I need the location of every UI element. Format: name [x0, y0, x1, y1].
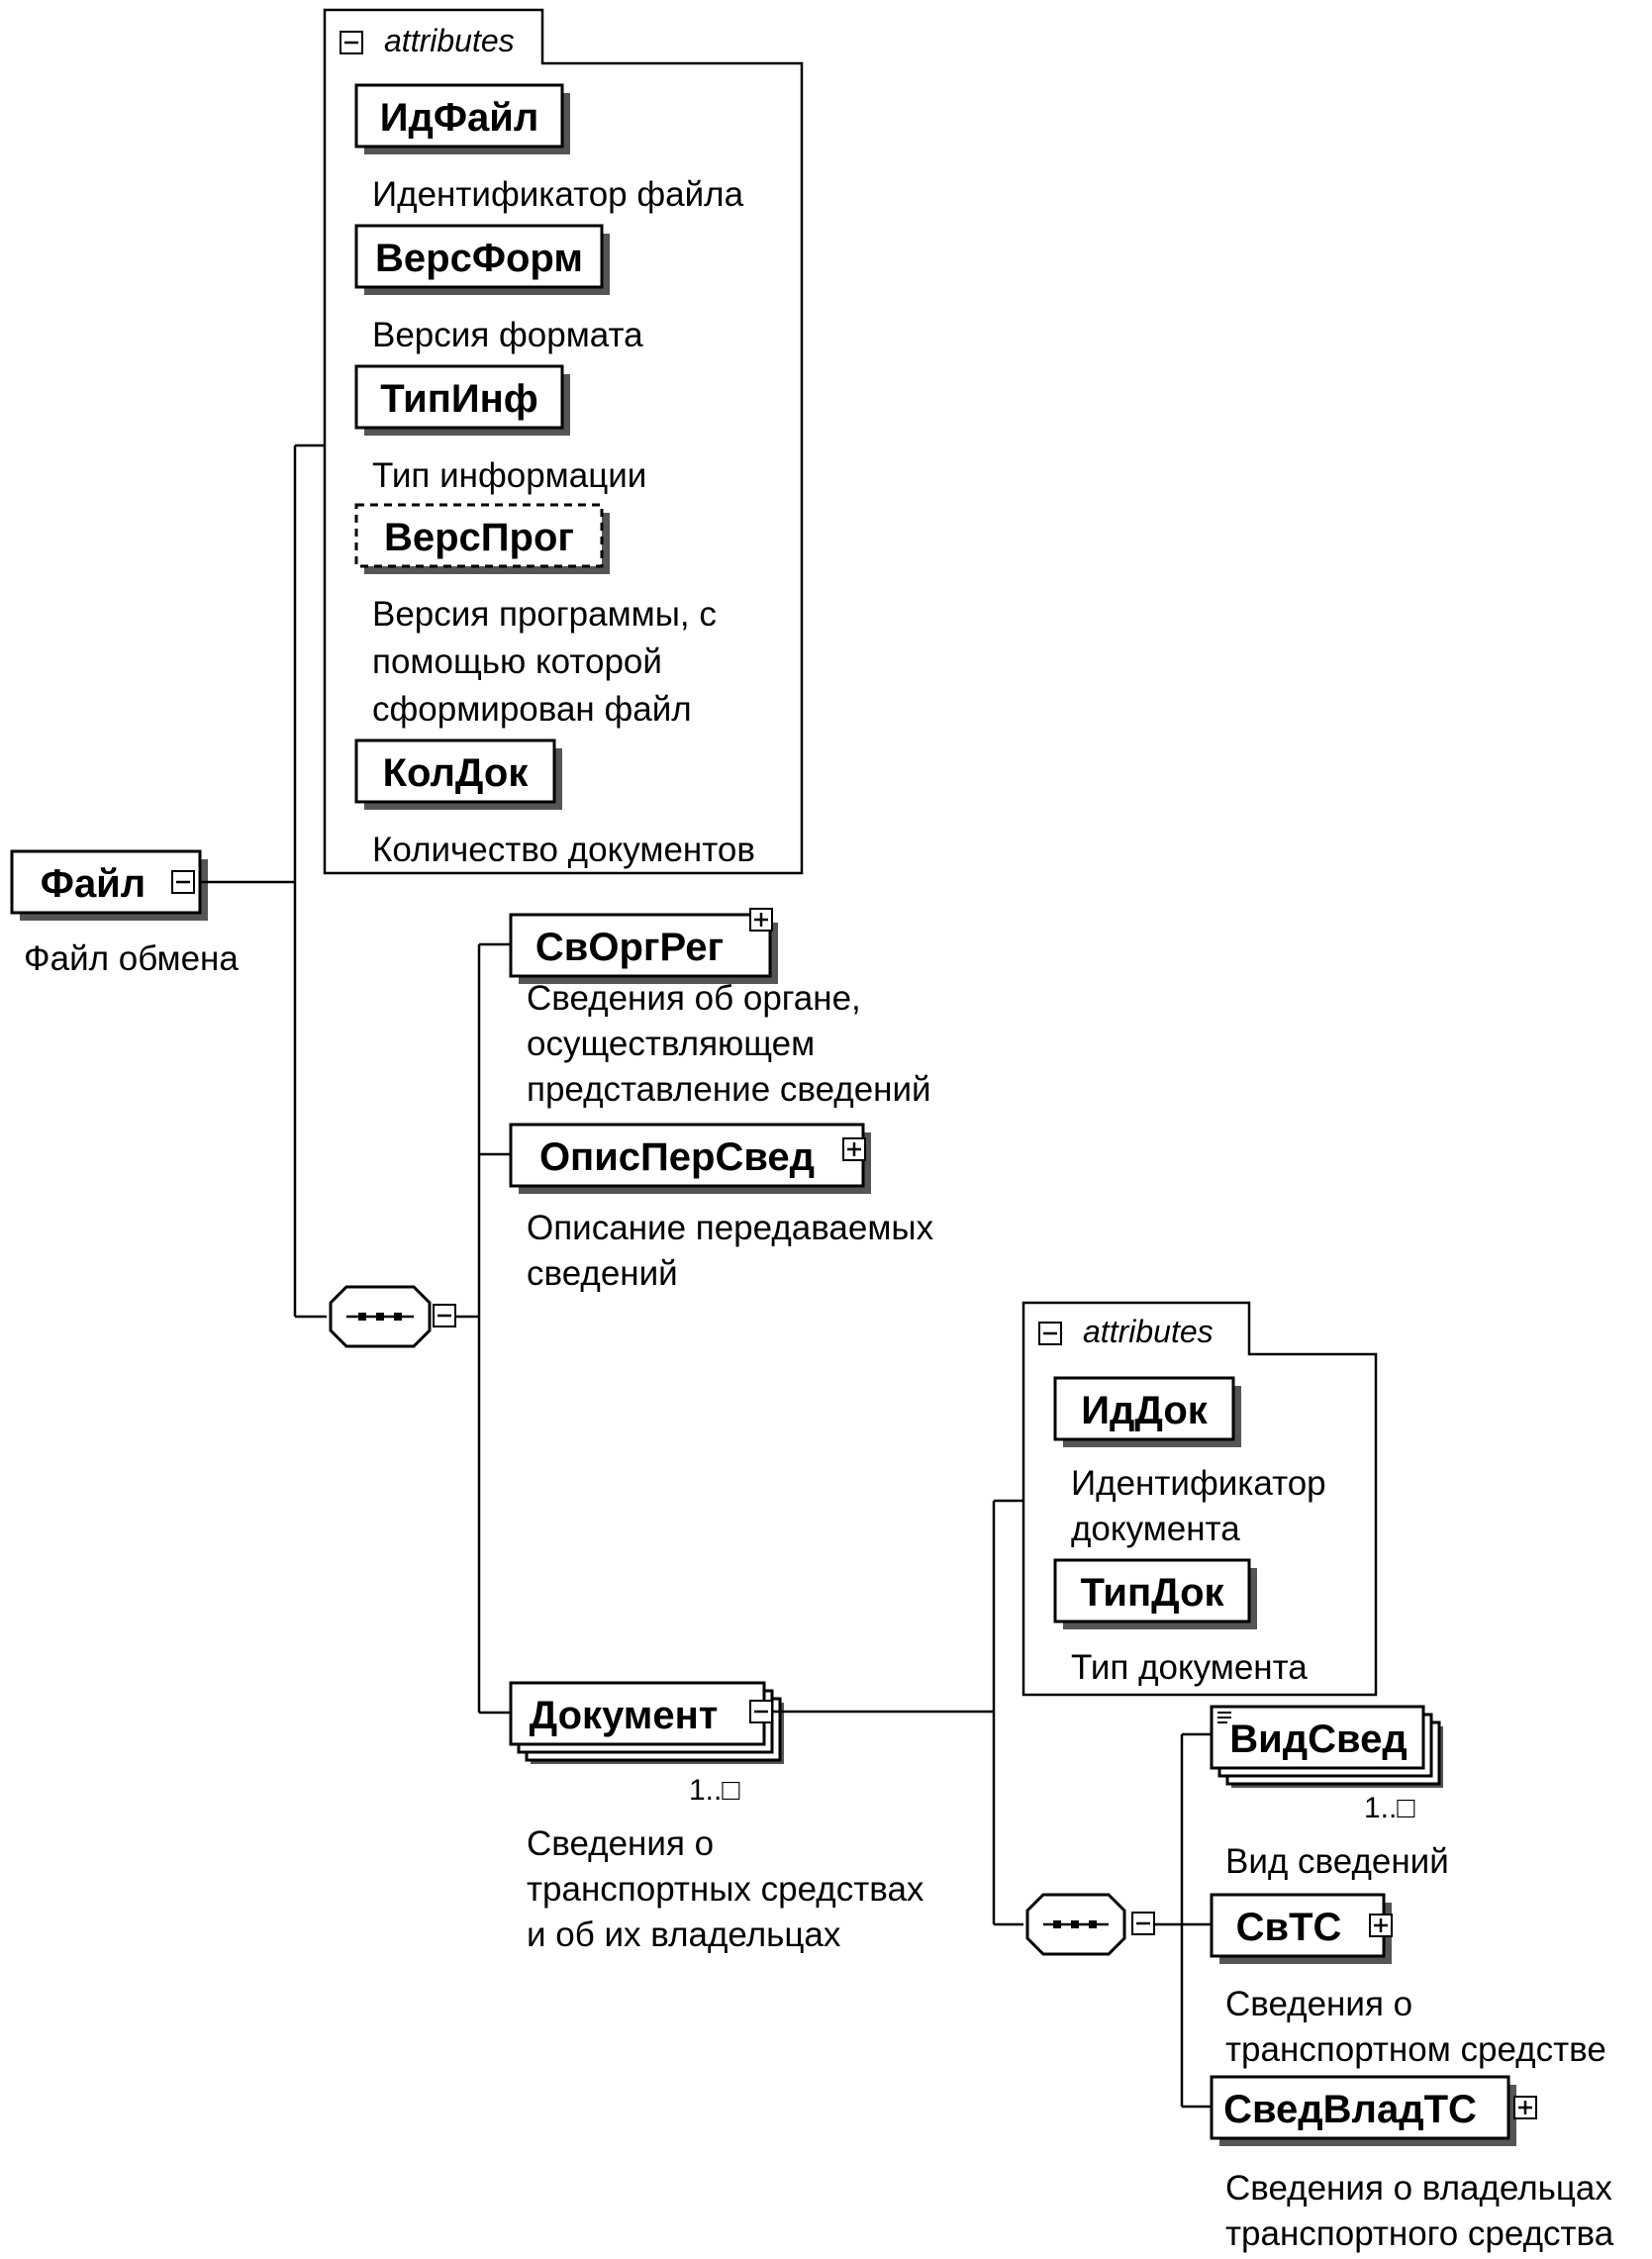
- attribute-desc: Количество документов: [372, 831, 755, 869]
- attribute-desc: Версия программы, с: [372, 595, 717, 634]
- attribute-tipdok[interactable]: ТипДок: [1053, 1558, 1257, 1629]
- attribute-name: ИдДок: [1081, 1389, 1209, 1432]
- attributes-title: attributes: [384, 23, 515, 58]
- element-dokument[interactable]: Документ: [509, 1681, 784, 1764]
- element-name: СвТС: [1236, 1906, 1342, 1949]
- element-desc: транспортного средства: [1225, 2214, 1614, 2253]
- element-desc: транспортном средстве: [1225, 2030, 1606, 2069]
- element-svorgreg[interactable]: СвОргРег: [509, 908, 778, 984]
- attribute-desc: Тип информации: [372, 456, 646, 495]
- attributes-title: attributes: [1083, 1314, 1214, 1349]
- attribute-name: ВерсФорм: [375, 237, 583, 280]
- connector-lines: [772, 1499, 1023, 1926]
- element-desc: Сведения о: [527, 1824, 714, 1863]
- attributes-panel-file: attributes ИдФайл Идентификатор файла Ве…: [323, 8, 804, 875]
- attribute-idfile[interactable]: ИдФайл: [354, 83, 570, 154]
- element-name: СвОргРег: [535, 926, 724, 969]
- element-desc: Сведения о владельцах: [1225, 2169, 1612, 2208]
- collapse-icon[interactable]: [749, 1700, 773, 1723]
- root-element-file[interactable]: Файл: [10, 849, 208, 921]
- collapse-icon[interactable]: [1038, 1322, 1062, 1345]
- element-desc: Вид сведений: [1225, 1842, 1449, 1881]
- element-opispersved[interactable]: ОписПерСвед: [509, 1123, 871, 1194]
- attribute-koldok[interactable]: КолДок: [354, 738, 562, 810]
- collapse-icon[interactable]: [433, 1304, 456, 1327]
- collapse-icon[interactable]: [171, 870, 195, 894]
- attribute-desc: документа: [1071, 1510, 1240, 1548]
- element-name: ОписПерСвед: [539, 1135, 815, 1179]
- expand-icon[interactable]: [842, 1137, 866, 1161]
- element-name: СведВладТС: [1223, 2088, 1477, 2131]
- attribute-iddok[interactable]: ИдДок: [1053, 1376, 1241, 1447]
- attribute-desc: Тип документа: [1071, 1648, 1308, 1687]
- attribute-desc: Идентификатор: [1071, 1464, 1326, 1503]
- element-name: Документ: [530, 1694, 719, 1737]
- attribute-desc: Идентификатор файла: [372, 175, 744, 214]
- element-desc: транспортных средствах: [527, 1870, 924, 1909]
- attribute-tipinf[interactable]: ТипИнф: [354, 364, 570, 436]
- expand-icon[interactable]: [1513, 2096, 1537, 2119]
- attribute-name: ТипДок: [1080, 1571, 1224, 1615]
- sequence-compositor-2[interactable]: [1025, 1893, 1155, 1956]
- occurrence-label: 1..□: [1364, 1792, 1415, 1824]
- connector-lines: [1154, 1732, 1212, 2109]
- connector-lines: [455, 942, 511, 1715]
- attribute-name: ТипИнф: [380, 377, 538, 421]
- attribute-name: ВерсПрог: [384, 516, 574, 559]
- attribute-desc: помощью которой: [372, 642, 662, 681]
- element-desc: осуществляющем: [527, 1025, 815, 1063]
- element-desc: сведений: [527, 1254, 678, 1293]
- simple-content-icon: [1217, 1712, 1231, 1723]
- attribute-desc: Версия формата: [372, 316, 643, 354]
- element-desc: Сведения о: [1225, 1985, 1412, 2023]
- sequence-compositor-1[interactable]: [329, 1285, 456, 1348]
- attribute-name: ИдФайл: [380, 96, 539, 140]
- element-desc: представление сведений: [527, 1070, 931, 1109]
- attribute-desc: сформирован файл: [372, 690, 692, 729]
- element-svts[interactable]: СвТС: [1210, 1893, 1393, 1964]
- element-desc: и об их владельцах: [527, 1915, 841, 1954]
- element-svedvladts[interactable]: СведВладТС: [1210, 2075, 1537, 2146]
- attribute-name: КолДок: [383, 751, 530, 795]
- collapse-icon[interactable]: [340, 31, 363, 54]
- occurrence-label: 1..□: [689, 1774, 740, 1807]
- connector-lines: [200, 443, 327, 1319]
- expand-icon[interactable]: [1369, 1914, 1393, 1937]
- attribute-versprog[interactable]: ВерсПрог: [354, 503, 610, 574]
- element-name: ВидСвед: [1229, 1718, 1407, 1761]
- element-name: Файл: [41, 862, 146, 906]
- element-desc: Описание передаваемых: [527, 1209, 934, 1247]
- attribute-versform[interactable]: ВерсФорм: [354, 224, 610, 295]
- attributes-panel-document: attributes ИдДок Идентификатор документа…: [1021, 1301, 1378, 1697]
- expand-icon[interactable]: [749, 908, 773, 932]
- element-desc: Сведения об органе,: [527, 979, 861, 1018]
- collapse-icon[interactable]: [1131, 1912, 1155, 1935]
- element-desc: Файл обмена: [24, 939, 239, 978]
- element-vidsved[interactable]: ВидСвед: [1210, 1705, 1443, 1788]
